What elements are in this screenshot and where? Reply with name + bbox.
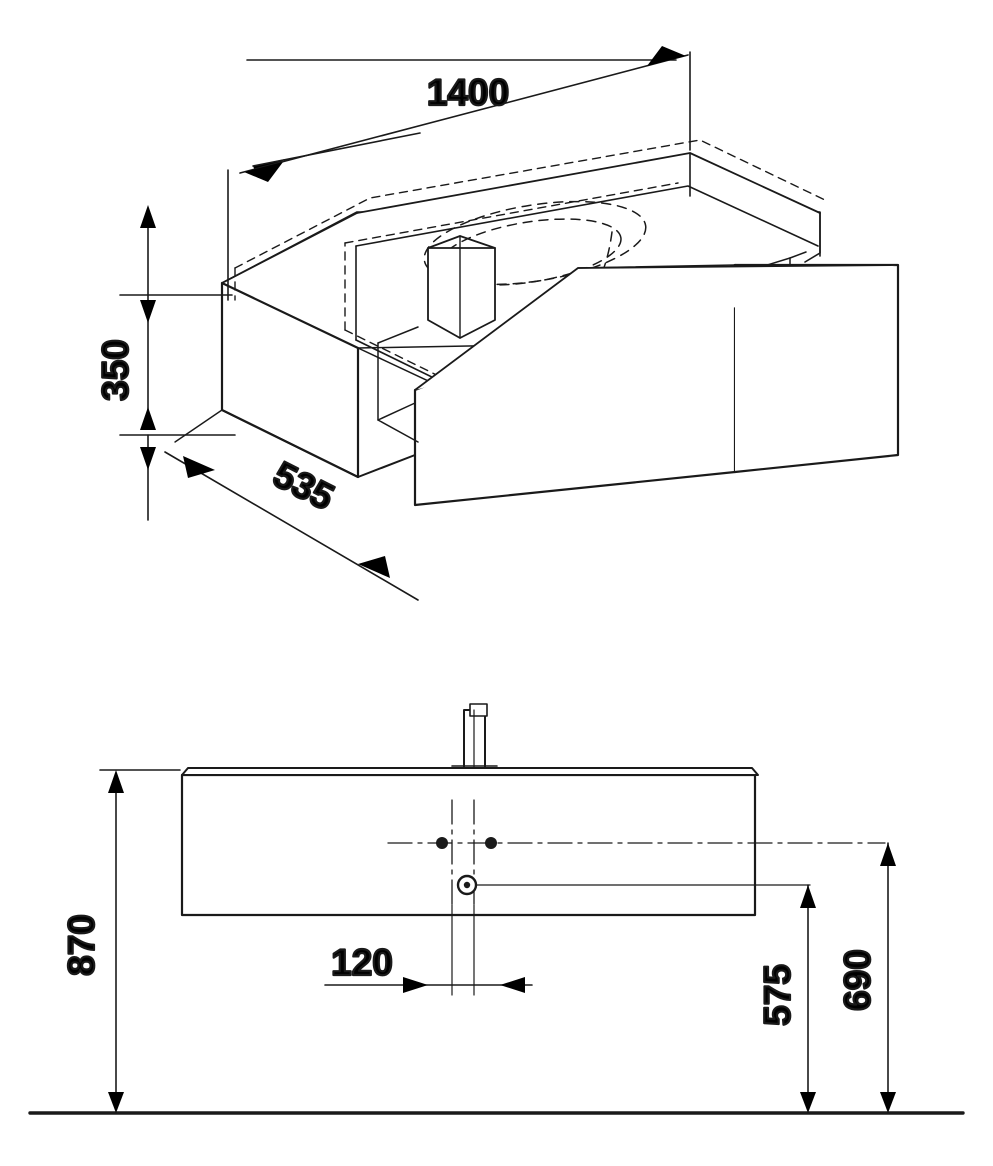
dimension-label-575: 575	[757, 964, 798, 1026]
dimension-label-1400: 1400	[427, 72, 509, 113]
dimension-waste-height-575	[800, 884, 816, 1113]
connection-points	[387, 799, 886, 906]
dimension-label-350: 350	[95, 339, 136, 401]
isometric-view: 1400 350 535	[94, 46, 900, 601]
dimension-label-690: 690	[837, 949, 878, 1011]
dimension-supply-height-690	[880, 842, 896, 1113]
cabinet-front-body	[180, 767, 759, 917]
dimension-height-350	[119, 205, 236, 521]
dimension-tap-offset-120	[324, 904, 533, 996]
dimension-width-1400	[227, 46, 691, 301]
front-elevation-view: 870 120 575 690	[28, 703, 965, 1115]
dimension-label-870: 870	[61, 914, 102, 976]
dimension-total-height-870	[99, 769, 181, 1113]
dimension-label-120: 120	[331, 942, 393, 983]
dimension-depth-535	[164, 409, 419, 601]
tap-front	[451, 703, 498, 769]
open-drawer	[377, 263, 900, 507]
tap-block	[427, 235, 496, 339]
